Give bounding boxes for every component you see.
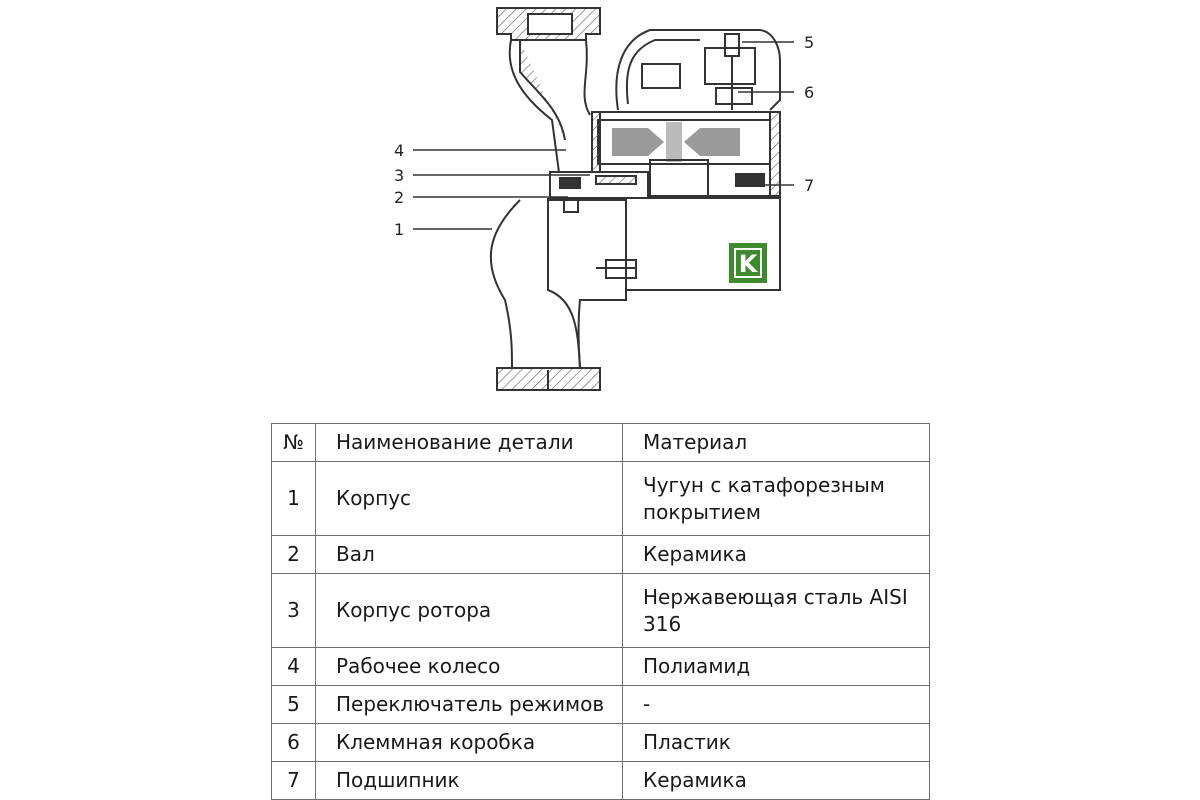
row-number: 1 [271,461,316,536]
row-number: 3 [271,573,316,648]
table-header-row: № Наименование детали Материал [271,423,930,462]
logo-letter: K [739,250,759,278]
pump-body [489,7,627,391]
row-number: 4 [271,647,316,686]
callout-6: 6 [804,83,814,102]
material-line: Нержавеющая сталь AISI [643,584,908,609]
table-row: 5 Переключатель режимов - [271,685,930,724]
row-number: 5 [271,685,316,724]
row-part-name: Рабочее колесо [315,647,623,686]
row-part-name: Вал [315,535,623,574]
material-line: покрытием [643,499,761,524]
row-part-name: Корпус [315,461,623,536]
row-part-name: Переключатель режимов [315,685,623,724]
table-row: 2 Вал Керамика [271,535,930,574]
row-number: 6 [271,723,316,762]
row-material: Пластик [622,723,930,762]
callout-labels: 5 6 4 3 2 1 7 [394,33,814,239]
callout-1: 1 [394,220,404,239]
material-line: Чугун с катафорезным [643,472,885,497]
row-part-name: Подшипник [315,761,623,800]
row-number: 2 [271,535,316,574]
callout-3: 3 [394,166,404,185]
row-material: Полиамид [622,647,930,686]
header-material: Материал [622,423,930,462]
material-line: 316 [643,611,682,636]
row-part-name: Корпус ротора [315,573,623,648]
callout-4: 4 [394,141,404,160]
row-number: 7 [271,761,316,800]
row-material: Керамика [622,761,930,800]
row-material: - [622,685,930,724]
motor-housing [549,29,781,291]
table-row: 6 Клеммная коробка Пластик [271,723,930,762]
row-material: Керамика [622,535,930,574]
header-part-name: Наименование детали [315,423,623,462]
callout-2: 2 [394,188,404,207]
table-row: 4 Рабочее колесо Полиамид [271,647,930,686]
header-number: № [271,423,316,462]
table-row: 7 Подшипник Керамика [271,761,930,800]
pump-cross-section-diagram: K 5 6 4 3 2 1 7 [394,7,814,391]
callout-5: 5 [804,33,814,52]
row-part-name: Клеммная коробка [315,723,623,762]
callout-leaders [413,41,794,230]
parts-materials-table: № Наименование детали Материал 1 Корпус … [271,423,930,800]
callout-7: 7 [804,176,814,195]
brand-logo: K [729,243,767,283]
